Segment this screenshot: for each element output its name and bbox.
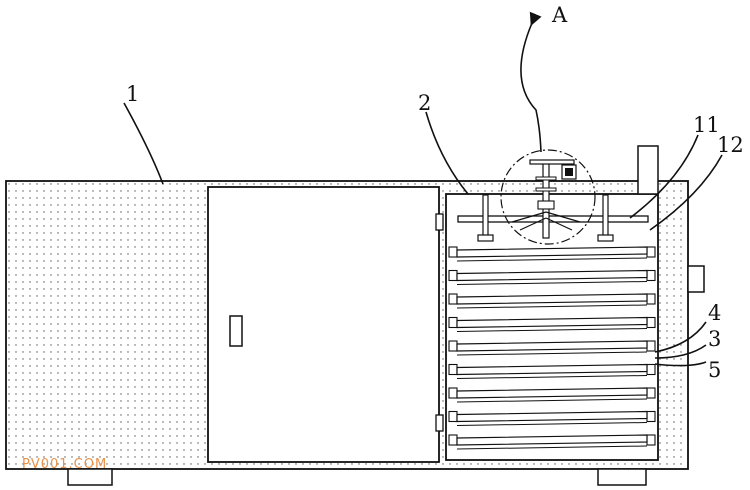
support-feet	[67, 468, 647, 486]
tray	[448, 316, 656, 332]
label-a: A	[551, 3, 568, 27]
front-door	[207, 186, 444, 463]
upper-hinge	[435, 213, 444, 231]
top-mechanism	[457, 159, 649, 242]
door-handle	[229, 315, 243, 347]
label-1: 1	[126, 82, 139, 106]
side-components	[637, 145, 705, 293]
lower-hinge	[435, 414, 444, 432]
tray	[448, 340, 656, 356]
tray	[448, 269, 656, 285]
label-4: 4	[708, 301, 721, 325]
tray	[448, 434, 656, 450]
detail-circle	[500, 149, 596, 245]
tray	[448, 246, 656, 262]
leader-lines	[123, 11, 723, 367]
tray	[448, 387, 656, 403]
label-2: 2	[418, 91, 431, 115]
label-11: 11	[693, 113, 720, 137]
label-5: 5	[708, 358, 721, 382]
label-12: 12	[717, 133, 744, 157]
tray	[448, 363, 656, 379]
label-3: 3	[708, 327, 721, 351]
tray	[448, 293, 656, 309]
tray	[448, 410, 656, 426]
tray-stack	[448, 246, 656, 450]
watermark: PV001.COM	[22, 457, 107, 472]
